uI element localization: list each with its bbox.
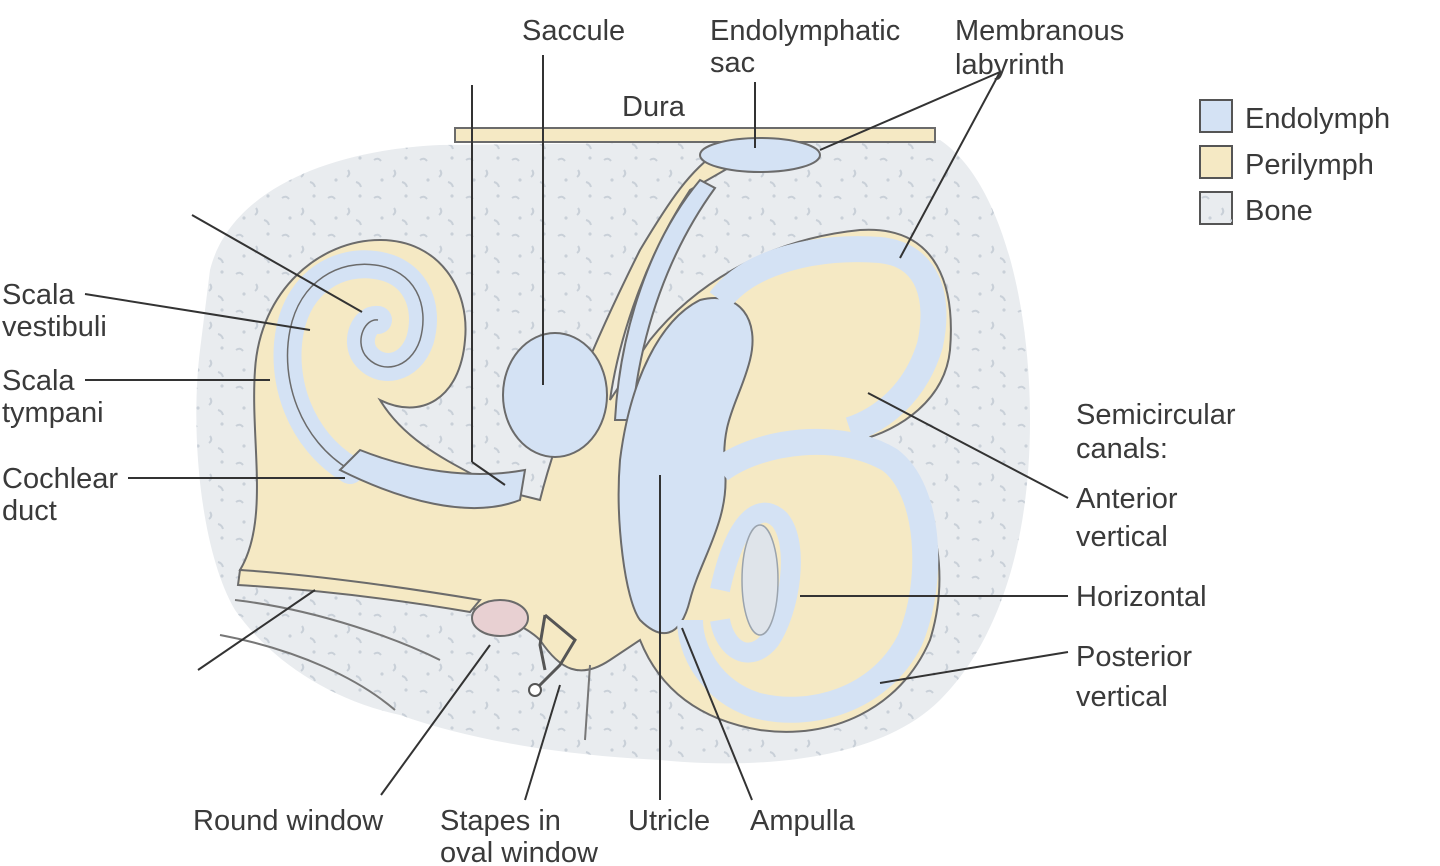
endolymphatic-sac-shape <box>699 137 821 173</box>
dura-band <box>454 127 936 143</box>
label-cochlear-duct: Cochlear <box>2 463 118 495</box>
label-anterior-vertical: Anterior <box>1076 483 1178 515</box>
label-scala-tympani-2: tympani <box>2 397 104 429</box>
label-ampulla: Ampulla <box>750 805 856 837</box>
label-scala-vestibuli-2: vestibuli <box>2 311 107 343</box>
saccule-shape <box>502 332 608 458</box>
label-horizontal: Horizontal <box>1076 581 1207 613</box>
legend-swatch-bone-texture <box>1200 192 1232 224</box>
label-stapes: Stapes in <box>440 805 561 837</box>
legend-item-endolymph: Endolymph <box>1199 99 1390 135</box>
label-scala-tympani: Scala <box>2 365 75 397</box>
legend-item-bone: Bone <box>1199 191 1313 227</box>
label-cochlear-duct-2: duct <box>2 495 57 527</box>
label-endolymphatic-sac-2: sac <box>710 47 755 79</box>
label-utricle: Utricle <box>628 805 710 837</box>
leader-lines <box>84 55 1069 801</box>
endolymph-region <box>273 137 947 723</box>
label-anterior-vertical-2: vertical <box>1076 521 1168 553</box>
label-semicircular-canals: Semicircular <box>1076 399 1236 431</box>
legend-label-bone: Bone <box>1245 195 1313 227</box>
label-round-window: Round window <box>193 805 384 837</box>
legend-label-endolymph: Endolymph <box>1245 103 1390 135</box>
stapes-shape <box>528 613 577 697</box>
round-window-shape <box>471 599 529 637</box>
label-saccule: Saccule <box>522 15 625 47</box>
label-posterior-vertical: Posterior <box>1076 641 1192 673</box>
label-semicircular-canals-2: canals: <box>1076 433 1168 465</box>
label-stapes-2: oval window <box>440 837 599 866</box>
legend-item-perilymph: Perilymph <box>1199 145 1374 181</box>
label-dura: Dura <box>622 91 686 123</box>
legend-label-perilymph: Perilymph <box>1245 149 1374 181</box>
label-endolymphatic-sac: Endolymphatic <box>710 15 900 47</box>
label-membranous-labyrinth: Membranous <box>955 15 1124 47</box>
label-membranous-labyrinth-2: labyrinth <box>955 49 1065 81</box>
label-posterior-vertical-2: vertical <box>1076 681 1168 713</box>
legend: Endolymph Perilymph Bone <box>1199 99 1390 227</box>
label-scala-vestibuli: Scala <box>2 279 75 311</box>
legend-swatch-endolymph <box>1199 99 1233 133</box>
labels: Saccule Endolymphatic sac Membranous lab… <box>2 15 1236 866</box>
legend-swatch-perilymph <box>1199 145 1233 179</box>
